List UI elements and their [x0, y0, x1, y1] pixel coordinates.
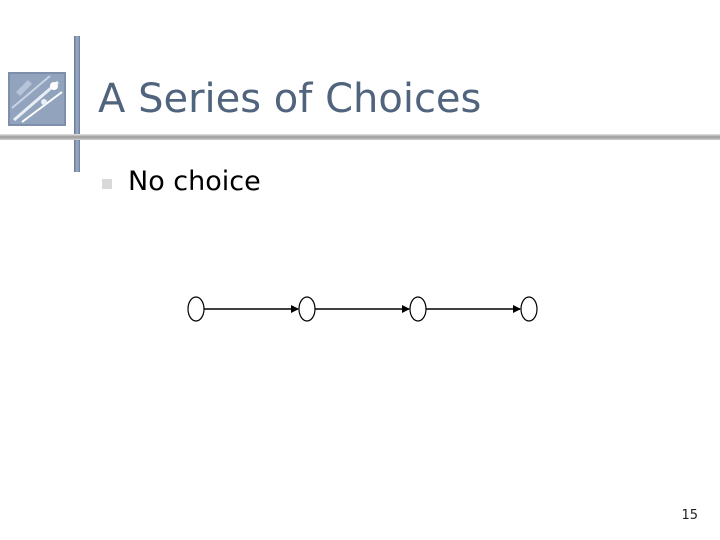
chain-node-3	[409, 296, 427, 322]
title-accent-vertical-bar	[74, 36, 80, 172]
tools-logo-icon	[8, 72, 66, 126]
bullet-text: No choice	[128, 166, 261, 197]
chain-node-4	[520, 296, 538, 322]
choice-chain-diagram	[187, 296, 538, 322]
chain-node-1	[187, 296, 205, 322]
title-underline-rule	[0, 134, 720, 140]
chain-node-2	[298, 296, 316, 322]
square-bullet-icon	[102, 179, 112, 189]
slide-title: A Series of Choices	[98, 76, 482, 122]
page-number: 15	[681, 508, 698, 523]
